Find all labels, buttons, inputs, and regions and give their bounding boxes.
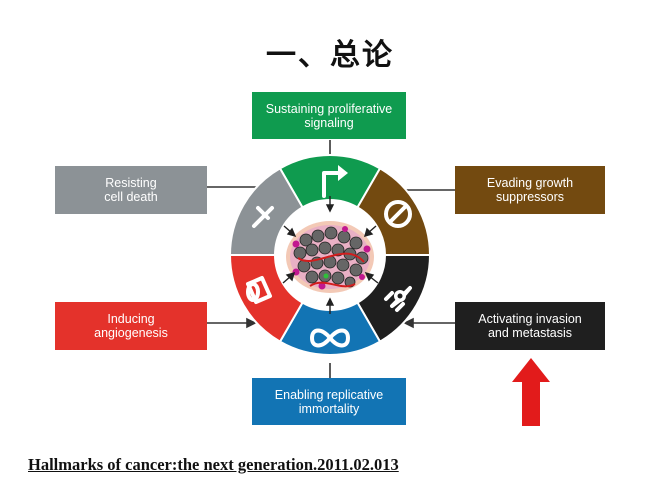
hallmark-box-invasion-metastasis: Activating invasion and metastasis bbox=[455, 302, 605, 350]
red-up-arrow-icon bbox=[512, 358, 550, 426]
hallmark-label-resisting-cell-death: Resisting cell death bbox=[104, 176, 158, 204]
hallmark-label-growth-suppressors: Evading growth suppressors bbox=[486, 176, 574, 204]
hallmark-box-proliferative-signaling: Sustaining proliferative signaling bbox=[252, 92, 406, 139]
hallmark-label-angiogenesis: Inducing angiogenesis bbox=[94, 312, 168, 340]
hallmark-box-replicative-immortality: Enabling replicative immortality bbox=[252, 378, 406, 425]
infinity-icon bbox=[310, 328, 350, 348]
citation-text: Hallmarks of cancer:the next generation.… bbox=[28, 455, 399, 474]
hallmark-label-replicative-immortality: Enabling replicative immortality bbox=[274, 387, 384, 416]
rocket-icon bbox=[384, 286, 412, 312]
no-entry-icon bbox=[384, 200, 412, 228]
blood-vessel-icon bbox=[246, 276, 272, 304]
hallmark-box-growth-suppressors: Evading growth suppressors bbox=[455, 166, 605, 214]
tumor-cells-icon bbox=[286, 221, 374, 293]
hallmark-label-invasion-metastasis: Activating invasion and metastasis bbox=[478, 312, 582, 340]
dagger-icon bbox=[252, 206, 274, 228]
hallmark-box-resisting-cell-death: Resisting cell death bbox=[55, 166, 207, 214]
proliferation-arrow-icon bbox=[322, 165, 348, 198]
hallmark-label-proliferative-signaling: Sustaining proliferative signaling bbox=[265, 101, 393, 130]
hallmark-box-angiogenesis: Inducing angiogenesis bbox=[55, 302, 207, 350]
slide-title: 一、总论 bbox=[266, 38, 394, 73]
